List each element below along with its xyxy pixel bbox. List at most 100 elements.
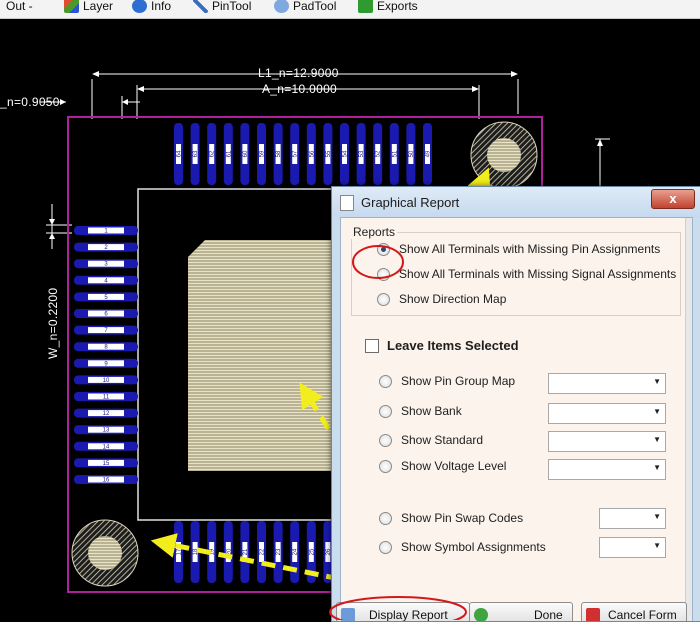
- dialog-titlebar[interactable]: Graphical Report x: [332, 187, 700, 217]
- pad-left-10[interactable]: 10: [74, 375, 138, 385]
- leave-items-selected-checkbox[interactable]: Leave Items Selected: [365, 338, 519, 353]
- pad-number: 53: [359, 150, 365, 157]
- radio-standard[interactable]: Show Standard: [379, 433, 483, 447]
- toolbar-info-button[interactable]: Info: [132, 0, 171, 16]
- pin-swap-select[interactable]: [599, 508, 666, 529]
- pad-top-49[interactable]: 49: [423, 123, 432, 185]
- pad-bottom-25[interactable]: 25: [306, 521, 316, 583]
- pad-left-9[interactable]: 9: [74, 358, 138, 368]
- pad-number: 1: [104, 229, 108, 235]
- dim-label-left: _n=0.9050: [0, 95, 60, 109]
- pad-bottom-20[interactable]: 20: [223, 521, 233, 583]
- pad-number: 26: [326, 548, 332, 555]
- pad-left-8[interactable]: 8: [74, 342, 138, 352]
- radio-indicator[interactable]: [379, 404, 392, 418]
- pad-top-64[interactable]: 64: [174, 123, 183, 185]
- pad-top-53[interactable]: 53: [356, 123, 366, 185]
- pad-top-57[interactable]: 57: [290, 123, 300, 185]
- info-icon: [132, 0, 147, 13]
- symbol-assignments-select[interactable]: [599, 537, 666, 558]
- pad-left-2[interactable]: 2: [74, 242, 138, 252]
- radio-symbol-assignments[interactable]: Show Symbol Assignments: [379, 540, 546, 554]
- pad-left-15[interactable]: 15: [74, 458, 138, 468]
- pad-top-52[interactable]: 52: [373, 123, 383, 185]
- pad-number: 17: [177, 548, 183, 555]
- radio-indicator[interactable]: [379, 540, 392, 554]
- pad-left-11[interactable]: 11: [74, 392, 138, 401]
- pad-left-14[interactable]: 14: [74, 441, 138, 451]
- cancel-form-label: Cancel Form: [608, 608, 677, 622]
- graphical-report-dialog: Graphical Report x Reports Show All Term…: [331, 186, 700, 622]
- pad-left-3[interactable]: 3: [74, 259, 138, 269]
- toolbar-layer-button[interactable]: Layer: [64, 0, 113, 16]
- pad-number: 64: [177, 150, 183, 157]
- pad-left-16[interactable]: 16: [74, 475, 138, 484]
- radio-indicator[interactable]: [379, 459, 392, 473]
- pad-left-7[interactable]: 7: [74, 325, 138, 335]
- toolbar-padtool-button[interactable]: PadTool: [274, 0, 336, 16]
- pad-number: 5: [104, 295, 108, 301]
- done-button[interactable]: Done: [469, 602, 573, 621]
- pad-left-13[interactable]: 13: [74, 425, 138, 435]
- pad-bottom-21[interactable]: 21: [240, 521, 250, 583]
- pad-top-59[interactable]: 59: [257, 123, 266, 185]
- display-report-button[interactable]: Display Report: [336, 602, 470, 621]
- pad-left-12[interactable]: 12: [74, 408, 138, 418]
- radio-indicator[interactable]: [379, 511, 392, 525]
- toolbar-out-label: Out -: [6, 0, 33, 13]
- radio-pin-swap-codes[interactable]: Show Pin Swap Codes: [379, 511, 523, 525]
- radio-voltage-level[interactable]: Show Voltage Level: [379, 459, 506, 473]
- pad-number: 22: [260, 548, 266, 555]
- radio-bank[interactable]: Show Bank: [379, 404, 462, 418]
- pad-bottom-19[interactable]: 19: [207, 521, 217, 583]
- pad-top-51[interactable]: 51: [389, 123, 399, 185]
- radio-missing-signal[interactable]: Show All Terminals with Missing Signal A…: [377, 267, 676, 281]
- cancel-form-button[interactable]: Cancel Form: [581, 602, 687, 622]
- pad-bottom-24[interactable]: 24: [290, 521, 300, 583]
- pad-top-63[interactable]: 63: [190, 123, 200, 185]
- dim-label-w: W_n=0.2200: [46, 287, 60, 359]
- radio-missing-signal-label: Show All Terminals with Missing Signal A…: [399, 267, 677, 281]
- scrollbar[interactable]: [685, 218, 692, 621]
- toolbar-pintool-button[interactable]: PinTool: [193, 0, 251, 16]
- standard-select[interactable]: [548, 431, 666, 452]
- pad-bottom-22[interactable]: 22: [257, 521, 266, 583]
- pin-group-select[interactable]: [548, 373, 666, 394]
- bank-select[interactable]: [548, 403, 666, 424]
- radio-indicator[interactable]: [377, 267, 390, 281]
- radio-indicator[interactable]: [377, 292, 390, 306]
- pad-number: 11: [103, 395, 110, 401]
- toolbar-exports-button[interactable]: Exports: [358, 0, 418, 16]
- pad-top-61[interactable]: 61: [223, 123, 233, 185]
- checkbox-indicator[interactable]: [365, 338, 379, 353]
- pad-bottom-23[interactable]: 23: [273, 521, 283, 583]
- pad-left-6[interactable]: 6: [74, 309, 138, 318]
- layer-icon: [64, 0, 79, 13]
- pad-number: 56: [309, 150, 315, 157]
- pad-top-56[interactable]: 56: [306, 123, 316, 185]
- close-button[interactable]: x: [651, 189, 695, 209]
- radio-indicator[interactable]: [379, 433, 392, 447]
- pad-top-50[interactable]: 50: [406, 123, 416, 185]
- pad-left-4[interactable]: 4: [74, 275, 138, 285]
- pad-bottom-26[interactable]: 26: [323, 521, 333, 583]
- toolbar-out-menu[interactable]: Out -: [0, 0, 33, 16]
- pad-left-1[interactable]: 1: [74, 226, 138, 235]
- radio-indicator[interactable]: [379, 374, 392, 388]
- pad-top-54[interactable]: 54: [340, 123, 349, 185]
- radio-pin-group-map[interactable]: Show Pin Group Map: [379, 374, 515, 388]
- pad-number: 10: [103, 378, 110, 384]
- radio-indicator[interactable]: [377, 242, 390, 256]
- pad-top-60[interactable]: 60: [240, 123, 250, 185]
- pad-top-62[interactable]: 62: [207, 123, 217, 185]
- pad-number: 23: [276, 548, 282, 555]
- pad-top-55[interactable]: 55: [323, 123, 333, 185]
- pad-bottom-18[interactable]: 18: [190, 521, 200, 583]
- voltage-level-select[interactable]: [548, 459, 666, 480]
- radio-missing-pin[interactable]: Show All Terminals with Missing Pin Assi…: [377, 242, 660, 256]
- pad-top-58[interactable]: 58: [273, 123, 283, 185]
- radio-direction-map[interactable]: Show Direction Map: [377, 292, 506, 306]
- pad-left-5[interactable]: 5: [74, 292, 138, 302]
- pad-bottom-17[interactable]: 17: [174, 521, 183, 583]
